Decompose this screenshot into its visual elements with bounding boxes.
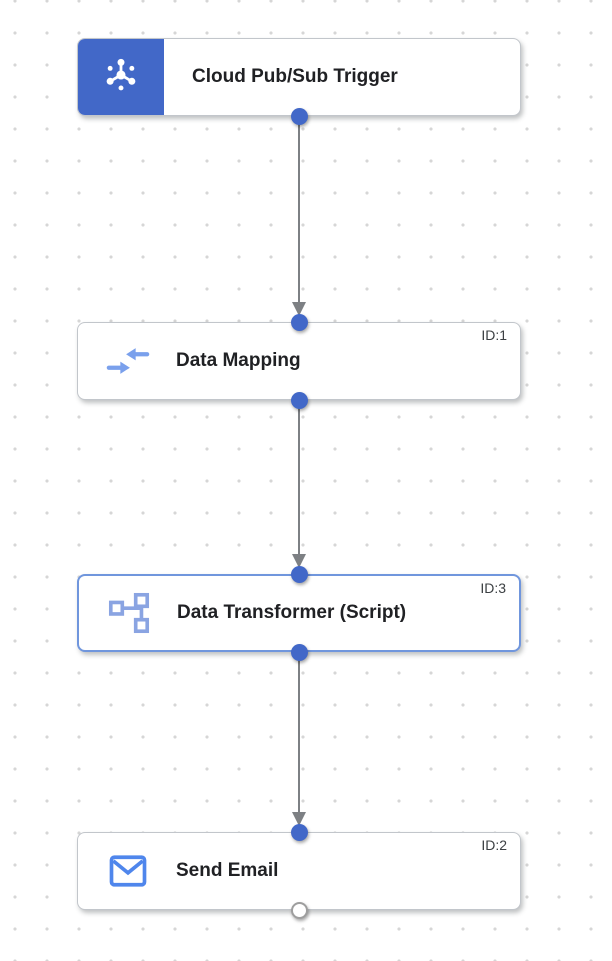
node-label: Data Transformer (Script): [177, 602, 407, 623]
node-data-transformer-script[interactable]: Data Transformer (Script) ID:3: [77, 574, 521, 652]
node-send-email[interactable]: Send Email ID:2: [77, 832, 521, 910]
node-id-badge: ID:1: [481, 327, 507, 343]
port-transformer-output[interactable]: [290, 643, 308, 661]
node-id-badge: ID:2: [481, 837, 507, 853]
port-email-output-open[interactable]: [290, 901, 308, 919]
node-id-badge: ID:3: [480, 580, 506, 596]
port-transformer-input[interactable]: [290, 565, 308, 583]
trigger-icon-block: [78, 39, 164, 115]
node-label: Data Mapping: [176, 350, 301, 371]
data-transformer-icon: [106, 590, 152, 636]
port-email-input[interactable]: [290, 823, 308, 841]
edge-transformer-to-email: [297, 652, 301, 814]
arrowhead-down-icon: [291, 812, 306, 826]
node-label: Cloud Pub/Sub Trigger: [192, 66, 398, 87]
port-mapping-output[interactable]: [290, 391, 308, 409]
node-label: Send Email: [176, 860, 279, 881]
arrowhead-down-icon: [291, 554, 306, 568]
port-mapping-input[interactable]: [290, 313, 308, 331]
edge-trigger-to-mapping: [297, 116, 301, 304]
node-data-mapping[interactable]: Data Mapping ID:1: [77, 322, 521, 400]
data-mapping-icon: [105, 338, 151, 384]
arrowhead-down-icon: [291, 302, 306, 316]
send-email-icon: [105, 848, 151, 894]
pubsub-trigger-icon: [100, 54, 142, 101]
node-cloud-pubsub-trigger[interactable]: Cloud Pub/Sub Trigger: [77, 38, 521, 116]
edge-mapping-to-transformer: [297, 400, 301, 556]
port-trigger-output[interactable]: [290, 107, 308, 125]
